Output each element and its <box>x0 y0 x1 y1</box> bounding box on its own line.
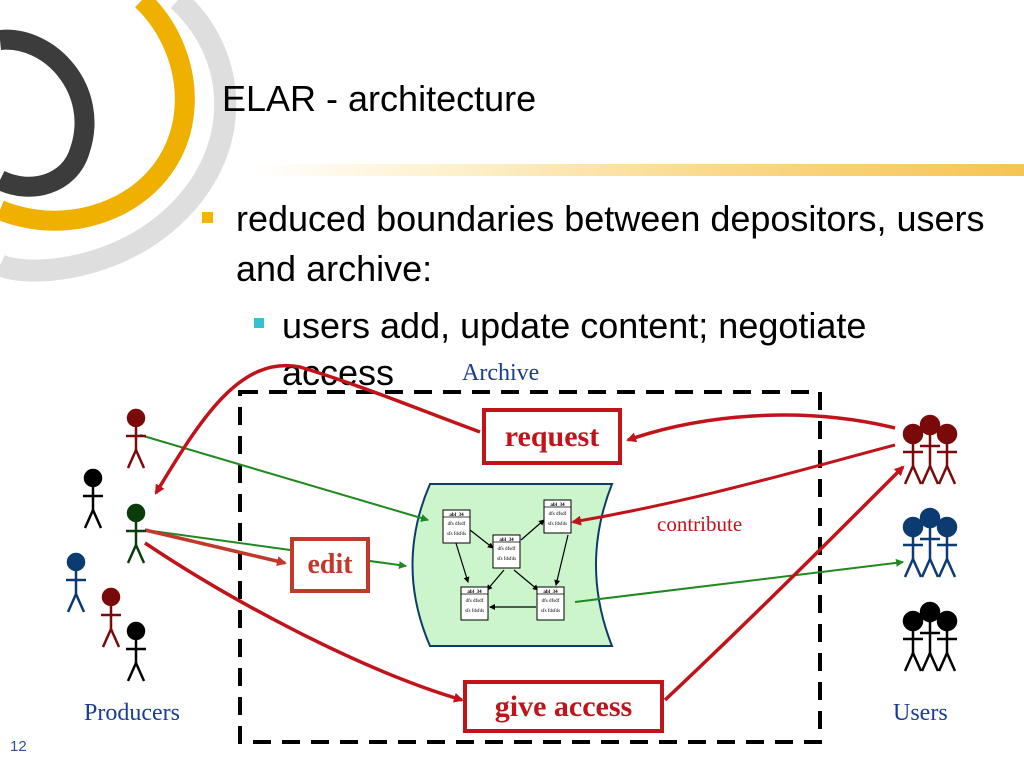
producer-figure <box>126 621 146 682</box>
title-underline <box>250 164 1024 176</box>
bullet-text: reduced boundaries between depositors, u… <box>236 198 985 289</box>
document-node-text: sfs fdsfds <box>465 609 484 614</box>
archive-label: Archive <box>462 360 540 386</box>
document-node-text: dfs dfsdf <box>448 522 466 527</box>
document-node-text: abl_34 <box>449 513 464 518</box>
user-group <box>902 601 958 672</box>
user-group <box>902 414 958 485</box>
sub-bullet-marker <box>254 318 264 328</box>
producer-figure <box>83 468 103 529</box>
document-node-text: sfs fdsfds <box>548 522 567 527</box>
user-group <box>902 507 958 578</box>
document-node-text: abl_34 <box>499 538 514 543</box>
document-node-text: abl_34 <box>467 590 482 595</box>
give-access-box: give access <box>463 680 664 733</box>
document-node-text: dfs dfsdf <box>498 547 516 552</box>
document-node-text: sfs fdsfds <box>447 532 466 537</box>
request-box: request <box>482 408 622 465</box>
users-label: Users <box>893 700 948 726</box>
document-node-text: dfs dfsdf <box>549 512 567 517</box>
producers-label: Producers <box>84 700 180 726</box>
sub-bullet-text: users add, update content; negotiate acc… <box>282 305 867 393</box>
archive-boundary <box>238 390 822 744</box>
producer-figure <box>101 587 121 648</box>
contribute-label: contribute <box>657 512 743 536</box>
producer-figure <box>66 552 86 613</box>
producer-figure <box>126 503 146 564</box>
document-node-text: abl_34 <box>543 590 558 595</box>
edit-box: edit <box>290 537 370 593</box>
slide-number: 12 <box>10 738 27 755</box>
document-node-text: dfs dfsdf <box>542 599 560 604</box>
bullet-marker <box>202 212 213 223</box>
producer-figure <box>126 408 146 469</box>
document-node-text: sfs fdsfds <box>541 609 560 614</box>
document-node-text: abl_34 <box>550 503 565 508</box>
document-node-text: dfs dfsdf <box>466 599 484 604</box>
document-node-text: sfs fdsfds <box>497 557 516 562</box>
slide-title: ELAR - architecture <box>222 78 537 119</box>
